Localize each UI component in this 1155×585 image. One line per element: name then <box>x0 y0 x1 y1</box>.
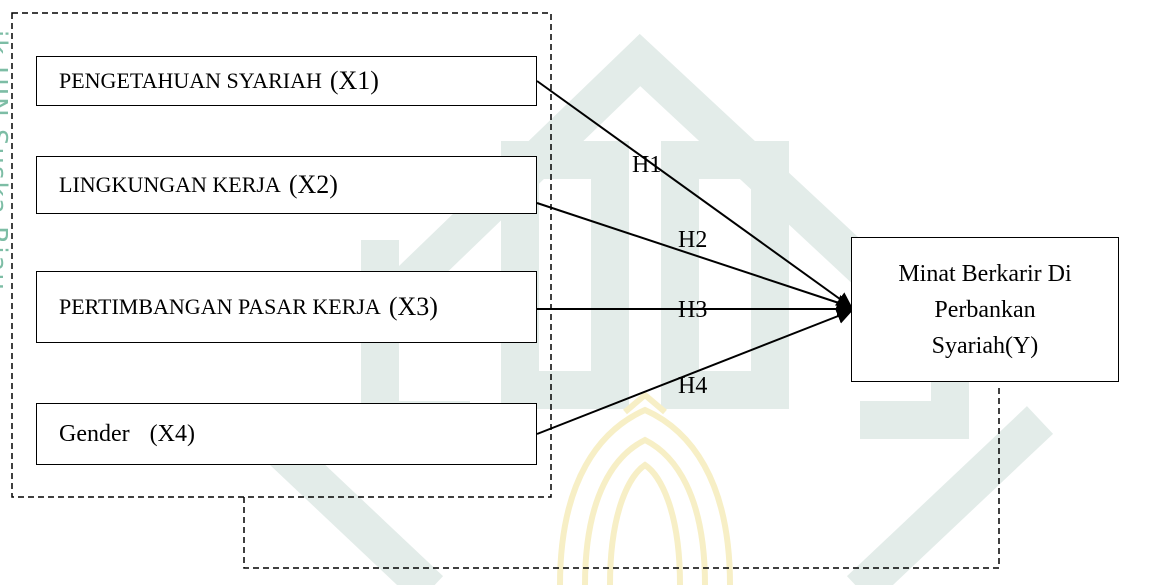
crown-watermark <box>557 391 733 585</box>
hypothesis-label-h4: H4 <box>678 373 708 399</box>
variable-code: (X3) <box>388 292 438 321</box>
variable-box-x1: PENGETAHUAN SYARIAH (X1) <box>36 56 537 106</box>
variable-code: (X2) <box>288 170 338 199</box>
target-line-1: Minat Berkarir Di <box>898 260 1072 287</box>
hypothesis-label-h2: H2 <box>678 227 708 253</box>
arrow-h1 <box>536 80 853 309</box>
variable-box-x2: LINGKUNGAN KERJA (X2) <box>36 156 537 214</box>
variable-code: (X1) <box>329 66 379 95</box>
arrows <box>536 80 853 435</box>
variable-label: LINGKUNGAN KERJA <box>59 172 281 197</box>
arrow-h2 <box>536 202 853 311</box>
watermark-text: ik UIN Suska Riau <box>0 30 12 292</box>
variable-code: (X4) <box>149 420 195 447</box>
hypothesis-label-h1: H1 <box>632 152 662 178</box>
target-line-2: Perbankan <box>934 296 1036 323</box>
target-line-3: Syariah(Y) <box>931 332 1039 359</box>
variable-box-x3: PERTIMBANGAN PASAR KERJA (X3) <box>36 271 537 343</box>
arrow-h4 <box>536 308 853 435</box>
hypothesis-label-h3: H3 <box>678 297 708 323</box>
variable-label: PENGETAHUAN SYARIAH <box>59 68 322 93</box>
variable-box-x4: Gender (X4) <box>36 403 537 465</box>
dashed-group-outline <box>11 12 1000 569</box>
variable-label: Gender <box>59 420 130 447</box>
variable-label: PERTIMBANGAN PASAR KERJA <box>59 294 381 319</box>
target-variable-box: Minat Berkarir Di Perbankan Syariah(Y) <box>851 237 1119 382</box>
